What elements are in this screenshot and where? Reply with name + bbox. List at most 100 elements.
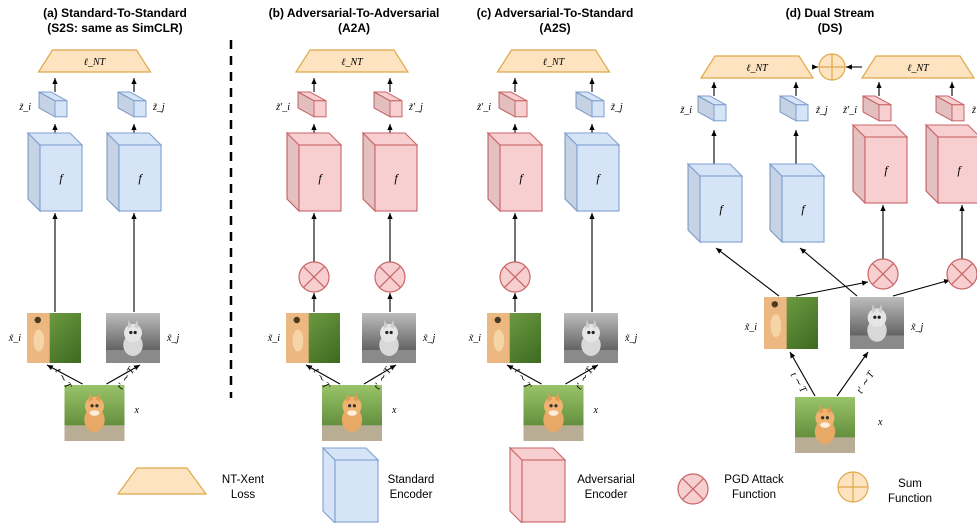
panel-c-pgd-i bbox=[499, 261, 531, 293]
panel-d-standard-encoder-j: f bbox=[768, 162, 826, 244]
panel-b-arrow-x-xi bbox=[305, 364, 341, 385]
panel-d-label-xj: x̃_j bbox=[910, 322, 923, 333]
panel-d-view-j-image bbox=[850, 297, 904, 349]
panel-d-label-z-1: z̃_j bbox=[815, 105, 828, 116]
encoder-symbol: f bbox=[138, 171, 143, 185]
panel-d-label-z-2: z̃′_i bbox=[842, 105, 857, 116]
svg-text:(A2A): (A2A) bbox=[338, 21, 370, 35]
panel-b-label-xi: x̃_i bbox=[267, 333, 280, 344]
encoder-symbol: f bbox=[801, 202, 806, 216]
panel-d-sum-node bbox=[818, 53, 846, 81]
panel-a-nt-xent-loss: ℓ_NT bbox=[37, 49, 152, 73]
panel-b-label-t-prime: t′ ∼ T bbox=[372, 364, 395, 391]
panel-b-pgd-i bbox=[298, 261, 330, 293]
encoder-symbol: f bbox=[884, 163, 889, 177]
svg-text:(DS): (DS) bbox=[818, 21, 843, 35]
panel-d-arrow-x-xi bbox=[789, 351, 816, 397]
panel-c-title: (c) Adversarial-To-Standard (A2S) bbox=[477, 6, 634, 35]
panel-d-label-t-prime: t′ ∼ T bbox=[855, 368, 878, 395]
panel-b-input-image bbox=[322, 385, 382, 441]
panel-c-label-x: x bbox=[593, 405, 599, 416]
svg-text:(a) Standard-To-Standard: (a) Standard-To-Standard bbox=[43, 6, 187, 20]
panel-a-label-xi: x̃_i bbox=[8, 333, 21, 344]
panel-c-standard-encoder-j: f bbox=[563, 131, 621, 213]
panel-d-label-z-3: z̃′_j bbox=[971, 105, 977, 116]
panel-d-title: (d) Dual Stream (DS) bbox=[786, 6, 875, 35]
panel-d-arrow-xi-fstd bbox=[715, 247, 780, 297]
legend-pgd-label-line1: PGD Attack bbox=[724, 474, 784, 486]
panel-c-proj-zi bbox=[498, 91, 528, 118]
encoder-symbol: f bbox=[59, 171, 64, 185]
panel-c-label-xi: x̃_i bbox=[468, 333, 481, 344]
panel-c-proj-zj bbox=[575, 91, 605, 118]
panel-a-view-j-image bbox=[106, 313, 160, 363]
panel-b-arrow-x-xj bbox=[363, 364, 397, 385]
legend-adv-label-line1: Adversarial bbox=[577, 474, 635, 486]
panel-b-view-j-image bbox=[362, 313, 416, 363]
panel-a-proj-zj bbox=[117, 91, 147, 118]
panel-a-title: (a) Standard-To-Standard (S2S: same as S… bbox=[43, 6, 187, 35]
encoder-symbol: f bbox=[394, 171, 399, 185]
encoder-symbol: f bbox=[719, 202, 724, 216]
panel-b-label-x: x bbox=[391, 405, 397, 416]
panel-a-label-x: x bbox=[134, 405, 140, 416]
encoder-symbol: f bbox=[318, 171, 323, 185]
panel-d-nt-xent-loss-left: ℓ_NT bbox=[699, 55, 815, 79]
panel-b-label-zi: z̃′_i bbox=[275, 102, 290, 113]
panel-b-title: (b) Adversarial-To-Adversarial (A2A) bbox=[269, 6, 440, 35]
panel-d-adversarial-encoder-j: f bbox=[924, 123, 977, 205]
panel-c-label-zj: z̃_j bbox=[610, 102, 623, 113]
panel-b-view-i-image bbox=[286, 313, 340, 363]
loss-symbol: ℓ_NT bbox=[341, 57, 364, 68]
panel-d-arrow-xi-pgd bbox=[795, 280, 869, 297]
panel-d-adversarial-encoder-i: f bbox=[851, 123, 909, 205]
panel-a-proj-zi bbox=[38, 91, 68, 118]
legend-adv-label-line2: Encoder bbox=[585, 489, 628, 501]
svg-text:(d) Dual Stream: (d) Dual Stream bbox=[786, 6, 875, 20]
panel-c-nt-xent-loss: ℓ_NT bbox=[496, 49, 611, 73]
legend-std-label-line2: Encoder bbox=[390, 489, 433, 501]
panel-a-view-i-image bbox=[27, 313, 81, 363]
panel-a-arrow-x-xi bbox=[46, 364, 83, 385]
svg-text:(c) Adversarial-To-Standard: (c) Adversarial-To-Standard bbox=[477, 6, 634, 20]
panel-d-label-xi: x̃_i bbox=[744, 322, 757, 333]
panel-d-arrow-xj-pgd bbox=[892, 279, 951, 297]
legend-loss-label-line1: NT-Xent bbox=[222, 474, 265, 486]
panel-b-adversarial-encoder-j: f bbox=[361, 131, 419, 213]
panel-d-pgd-j bbox=[946, 258, 977, 290]
panel-b-proj-zi bbox=[297, 91, 327, 118]
legend-pgd-label-line2: Function bbox=[732, 489, 776, 501]
panel-c-input-image bbox=[523, 385, 584, 441]
panel-d-label-x: x bbox=[877, 417, 883, 428]
legend-sum-label-line2: Function bbox=[888, 493, 932, 505]
legend-std-label-line1: Standard bbox=[388, 474, 435, 486]
panel-c-arrow-x-xj bbox=[565, 364, 599, 385]
panel-d-arrow-x-xj bbox=[836, 351, 869, 397]
encoder-symbol: f bbox=[519, 171, 524, 185]
panel-a-label-zj: z̃_j bbox=[152, 102, 165, 113]
panel-c-arrow-x-xi bbox=[506, 364, 542, 385]
loss-symbol: ℓ_NT bbox=[907, 63, 930, 74]
panel-c-view-i-image bbox=[487, 313, 541, 363]
svg-text:(b) Adversarial-To-Adversarial: (b) Adversarial-To-Adversarial bbox=[269, 6, 440, 20]
panel-c-view-j-image bbox=[564, 313, 618, 363]
panel-d-proj-3 bbox=[935, 95, 965, 122]
panel-c-label-zi: z̃′_i bbox=[476, 102, 491, 113]
panel-b-label-xj: x̃_j bbox=[422, 333, 435, 344]
svg-text:(S2S: same as SimCLR): (S2S: same as SimCLR) bbox=[47, 21, 182, 35]
panel-d-label-t: t ∼ T bbox=[788, 371, 810, 396]
panel-d-proj-1 bbox=[779, 95, 809, 122]
encoder-symbol: f bbox=[957, 163, 962, 177]
legend-sum-symbol bbox=[837, 471, 869, 503]
panel-b-proj-zj bbox=[373, 91, 403, 118]
panel-b-label-zj: z̃′_j bbox=[408, 102, 423, 113]
panel-a-arrow-x-xj bbox=[106, 364, 141, 385]
panel-a-standard-encoder-j: f bbox=[105, 131, 163, 213]
panel-b-nt-xent-loss: ℓ_NT bbox=[294, 49, 410, 73]
panel-b-adversarial-encoder-i: f bbox=[285, 131, 343, 213]
panel-d-nt-xent-loss-right: ℓ_NT bbox=[860, 55, 976, 79]
